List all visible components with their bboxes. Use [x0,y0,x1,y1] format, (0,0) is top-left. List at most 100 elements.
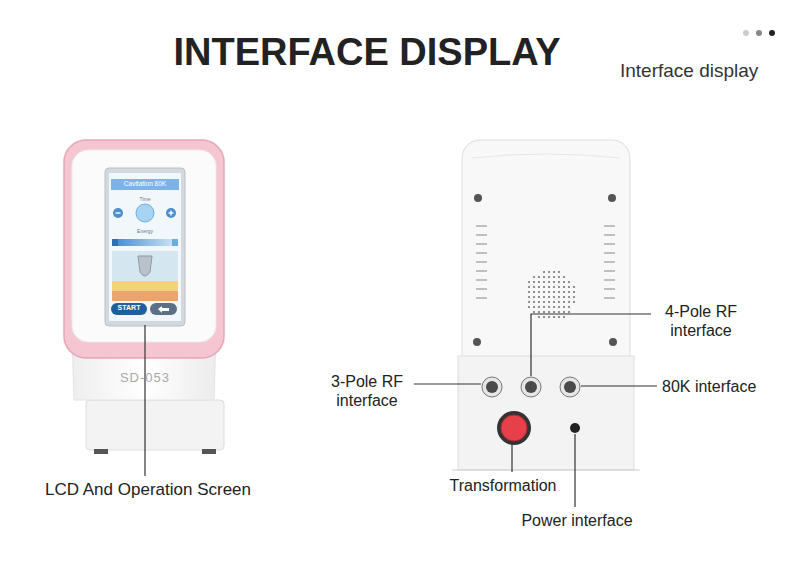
speaker-hole [563,311,565,313]
speaker-hole [548,296,550,298]
device-front [64,140,224,454]
speaker-hole [528,291,530,293]
speaker-hole [558,301,560,303]
vent-slot [476,243,487,244]
speaker-hole [528,296,530,298]
speaker-hole [538,286,540,288]
speaker-hole [538,306,540,308]
speaker-hole [558,276,560,278]
speaker-hole [548,276,550,278]
speaker-hole [568,296,570,298]
subtitle: Interface display [620,60,790,83]
speaker-hole [543,281,545,283]
vent-slot [604,225,615,226]
speaker-hole [528,306,530,308]
speaker-hole [528,301,530,303]
vent-slot [604,279,615,280]
speaker-hole [533,276,535,278]
speaker-hole [538,316,540,318]
vent-slot [476,261,487,262]
speaker-hole [568,311,570,313]
speaker-hole [543,291,545,293]
part-label: 80K interface [662,377,792,396]
vent-slot [604,261,615,262]
vent-slot [604,234,615,235]
speaker-hole [553,286,555,288]
speaker-hole [533,286,535,288]
leader-line [144,325,145,476]
speaker-hole [543,276,545,278]
speaker-hole [543,301,545,303]
speaker-hole [553,296,555,298]
part-label: 3-Pole RF interface [322,372,412,410]
vent-slot [476,225,487,226]
part-label: LCD And Operation Screen [18,480,278,500]
vent-slot [476,234,487,235]
speaker-hole [563,296,565,298]
speaker-hole [543,271,545,273]
speaker-hole [573,291,575,293]
speaker-hole [558,306,560,308]
speaker-hole [548,286,550,288]
screen-label: Energy [125,228,165,234]
speaker-hole [548,281,550,283]
speaker-hole [533,306,535,308]
speaker-hole [568,281,570,283]
speaker-hole [533,296,535,298]
speaker-hole [563,291,565,293]
speaker-hole [563,306,565,308]
speaker-hole [568,301,570,303]
vent-slot [604,270,615,271]
vent-slot [476,288,487,289]
speaker-hole [558,296,560,298]
speaker-hole [553,311,555,313]
speaker-hole [533,301,535,303]
speaker-hole [553,276,555,278]
leader-lines [414,314,657,507]
model-number: SD-053 [95,370,195,386]
part-label: 4-Pole RF interface [655,302,747,340]
speaker-hole [553,301,555,303]
screen-label: Time [125,196,165,202]
speaker-hole [543,286,545,288]
speaker-hole [538,281,540,283]
speaker-hole [548,301,550,303]
vent-slot [604,297,615,298]
speaker-hole [538,291,540,293]
speaker-hole [548,271,550,273]
speaker-hole [543,306,545,308]
speaker-hole [568,286,570,288]
speaker-hole [573,286,575,288]
speaker-hole [553,316,555,318]
screen-header: Cavitation 80K [112,180,178,188]
speaker-hole [533,281,535,283]
speaker-hole [538,311,540,313]
page-dots [743,30,775,36]
start-button-text: START [111,304,147,312]
vent-slot [604,288,615,289]
vent-slot [476,297,487,298]
speaker-hole [538,296,540,298]
speaker-hole [553,306,555,308]
speaker-hole [548,306,550,308]
speaker-hole [563,286,565,288]
speaker-hole [573,301,575,303]
speaker-hole [558,271,560,273]
vent-slot [476,270,487,271]
speaker-hole [548,311,550,313]
speaker-hole [568,306,570,308]
speaker-hole [548,291,550,293]
speaker-hole [558,286,560,288]
speaker-hole [558,311,560,313]
speaker-hole [553,291,555,293]
speaker-hole [533,291,535,293]
speaker-hole [563,316,565,318]
speaker-hole [573,296,575,298]
page-title: INTERFACE DISPLAY [107,30,627,76]
speaker-hole [558,316,560,318]
part-label: Transformation [428,476,578,495]
vent-slot [476,279,487,280]
speaker-hole [558,291,560,293]
speaker-hole [563,301,565,303]
speaker-hole [563,276,565,278]
